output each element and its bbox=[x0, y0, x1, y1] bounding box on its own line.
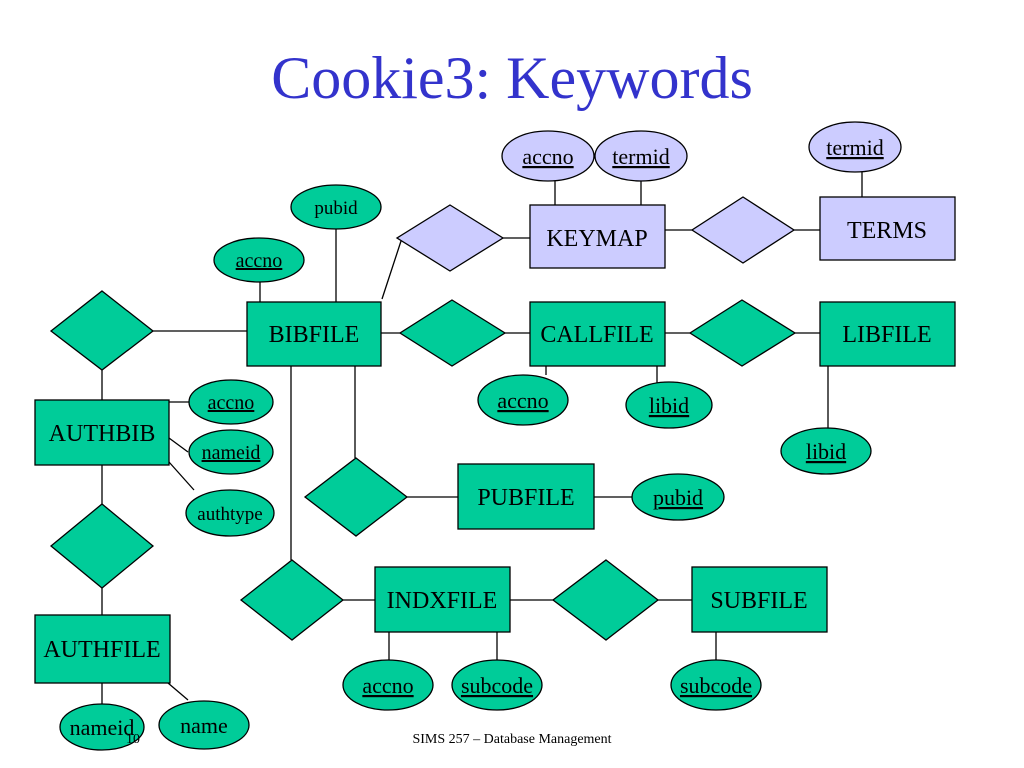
relationship-keymap-terms bbox=[690, 196, 796, 264]
attribute-authfile-name-label: name bbox=[180, 713, 228, 738]
relationship-indxfile-subfile bbox=[551, 559, 660, 641]
attribute-callfile-libid-label: libid bbox=[649, 393, 689, 418]
attribute-authbib-nameid-label: nameid bbox=[202, 442, 261, 464]
entity-terms bbox=[819, 196, 956, 261]
attribute-subfile-subcode-label: subcode bbox=[680, 673, 752, 698]
entity-pubfile bbox=[457, 463, 595, 530]
attribute-bibfile-accno bbox=[213, 237, 305, 283]
attribute-authbib-nameid bbox=[188, 429, 274, 475]
attribute-keymap-accno-label: accno bbox=[522, 144, 573, 169]
attribute-keymap-termid bbox=[594, 130, 688, 182]
attribute-subfile-subcode bbox=[670, 659, 762, 711]
attribute-bibfile-accno-label: accno bbox=[236, 250, 283, 272]
attribute-indxfile-accno-label: accno bbox=[362, 673, 413, 698]
slide-footer: SIMS 257 – Database Management bbox=[412, 732, 612, 747]
attribute-libfile-libid bbox=[780, 427, 872, 475]
attribute-indxfile-accno bbox=[342, 659, 434, 711]
entity-authbib-label: AUTHBIB bbox=[49, 421, 156, 447]
attribute-keymap-termid-label: termid bbox=[612, 144, 669, 169]
attribute-authfile-nameid bbox=[59, 703, 145, 751]
attribute-pubfile-pubid-label: pubid bbox=[653, 485, 703, 510]
entity-callfile bbox=[529, 301, 666, 367]
entity-keymap-label: KEYMAP bbox=[546, 226, 647, 252]
entity-pubfile-label: PUBFILE bbox=[477, 485, 574, 511]
entity-libfile-label: LIBFILE bbox=[842, 322, 931, 348]
line-authbib-authtype bbox=[168, 461, 195, 491]
attribute-libfile-libid-label: libid bbox=[806, 439, 846, 464]
attribute-terms-termid-label: termid bbox=[826, 135, 883, 160]
attribute-indxfile-subcode bbox=[451, 659, 543, 711]
attribute-keymap-accno bbox=[501, 130, 595, 182]
relationship-bibfile-pubfile bbox=[303, 457, 409, 537]
entity-bibfile-label: BIBFILE bbox=[269, 322, 360, 348]
attribute-indxfile-subcode-label: subcode bbox=[461, 673, 533, 698]
entity-authfile bbox=[34, 614, 171, 684]
attribute-callfile-libid bbox=[625, 381, 713, 429]
attribute-authbib-authtype-label: authtype bbox=[197, 504, 262, 525]
entity-terms-label: TERMS bbox=[847, 218, 927, 244]
entity-keymap bbox=[529, 204, 666, 269]
slide-number: 10 bbox=[126, 732, 140, 747]
relationship-authbib-authfile bbox=[49, 503, 155, 589]
line-authbib-nameid bbox=[168, 437, 189, 453]
attribute-authbib-accno bbox=[188, 379, 274, 425]
line-authfile-name bbox=[167, 682, 189, 701]
line-bibfile-keyrel bbox=[381, 237, 403, 300]
attribute-bibfile-pubid bbox=[290, 184, 382, 230]
entity-labels: KEYMAP TERMS BIBFILE CALLFILE LIBFILE AU… bbox=[43, 218, 931, 663]
entity-indxfile-label: INDXFILE bbox=[387, 588, 498, 614]
entity-bibfile bbox=[246, 301, 382, 367]
attribute-bibfile-pubid-label: pubid bbox=[314, 198, 358, 219]
entity-subfile bbox=[691, 566, 828, 633]
attribute-authbib-authtype bbox=[185, 489, 275, 537]
attribute-callfile-accno bbox=[477, 374, 569, 426]
relationships bbox=[49, 196, 797, 641]
attribute-terms-termid bbox=[808, 121, 902, 173]
attribute-authbib-accno-label: accno bbox=[208, 392, 255, 414]
relationship-bibfile-keymap bbox=[395, 204, 505, 272]
entity-libfile bbox=[819, 301, 956, 367]
page-title: Cookie3: Keywords bbox=[271, 45, 753, 111]
attribute-callfile-accno-label: accno bbox=[497, 388, 548, 413]
attribute-authfile-nameid-label: nameid bbox=[70, 715, 135, 740]
relationship-bibfile-authbib bbox=[49, 290, 155, 371]
attribute-authfile-name bbox=[158, 700, 250, 750]
relationship-bibfile-indxfile bbox=[239, 559, 345, 641]
entity-indxfile bbox=[374, 566, 511, 633]
entity-authfile-label: AUTHFILE bbox=[43, 637, 160, 663]
relationship-callfile-libfile bbox=[688, 299, 797, 367]
entity-subfile-label: SUBFILE bbox=[710, 588, 807, 614]
attribute-labels: accno termid termid pubid accno accno na… bbox=[70, 135, 884, 740]
attribute-pubfile-pubid bbox=[631, 473, 725, 521]
attributes bbox=[59, 121, 902, 751]
entity-authbib bbox=[34, 399, 170, 466]
entity-callfile-label: CALLFILE bbox=[540, 322, 653, 348]
entities bbox=[34, 196, 956, 684]
relationship-bibfile-callfile bbox=[398, 299, 507, 367]
